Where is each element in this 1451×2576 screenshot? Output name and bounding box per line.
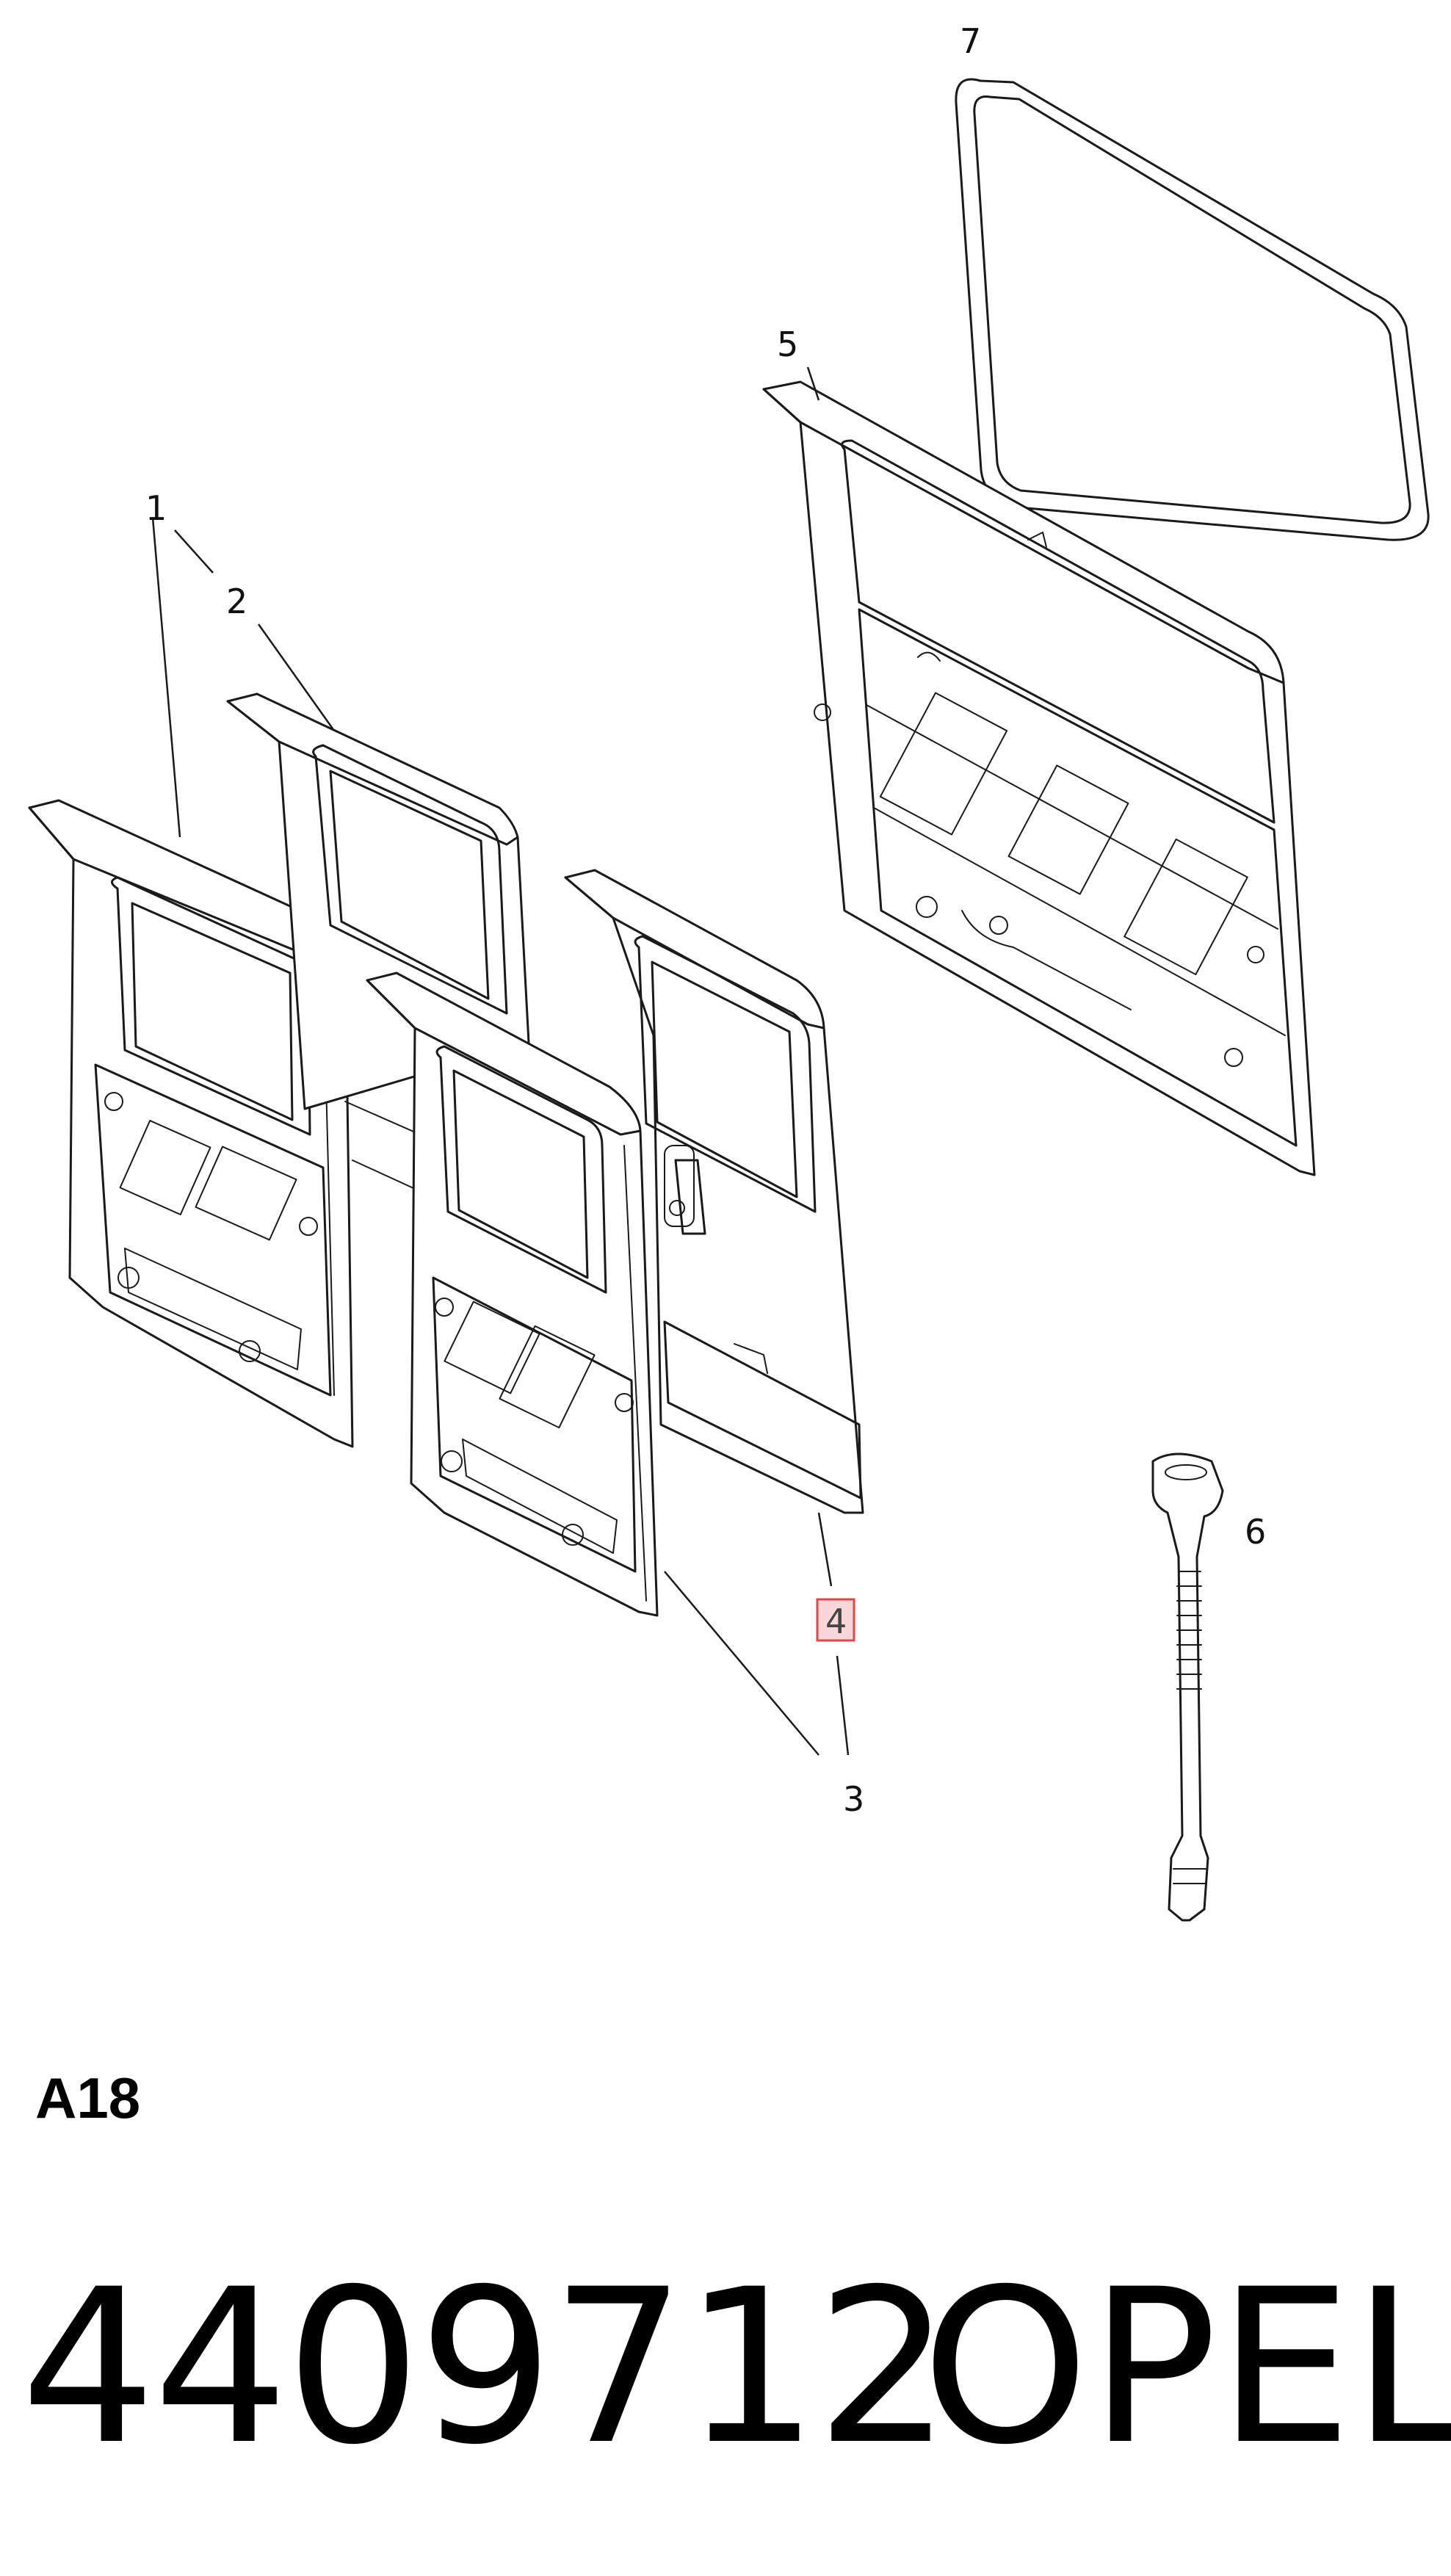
rear-door-left-part-1 [28, 799, 354, 1448]
callout-1: 1 [145, 488, 167, 528]
window-seal-part-7 [955, 78, 1430, 541]
callout-2: 2 [226, 582, 247, 621]
exploded-parts-diagram: 1 2 3 4 5 6 7 [28, 21, 1430, 1922]
brand-name: OPEL [922, 2244, 1451, 2492]
callout-4: 4 [825, 1602, 847, 1641]
part-number: 4409712 [21, 2244, 952, 2492]
callout-7: 7 [960, 21, 981, 61]
tailgate-part-5 [762, 380, 1316, 1176]
rear-door-outer-skin [564, 869, 864, 1514]
rear-door-right-part-3 [366, 972, 659, 1617]
callout-5: 5 [777, 325, 798, 364]
callout-4-highlight-box [816, 1598, 855, 1642]
section-code: A18 [35, 2066, 141, 2130]
callout-6: 6 [1245, 1512, 1266, 1552]
callout-3: 3 [843, 1779, 864, 1819]
tailgate-strut-part-6 [1151, 1452, 1224, 1922]
leader-lines [151, 366, 850, 1756]
